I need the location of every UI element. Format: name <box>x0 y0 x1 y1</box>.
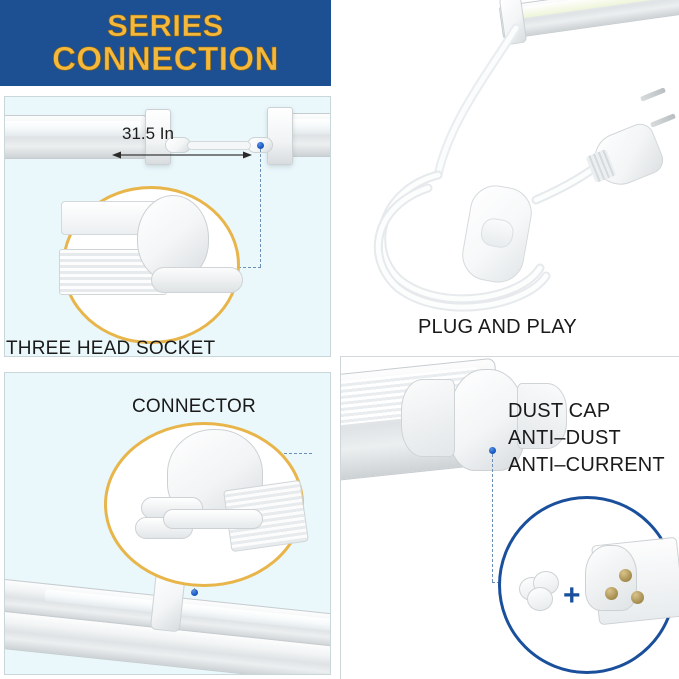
power-cord-path <box>373 23 607 312</box>
panel-plug-and-play <box>340 0 679 352</box>
brass-pin-1 <box>619 569 632 582</box>
series-connection-banner: SERIES CONNECTION <box>0 0 331 86</box>
dimension-arrow-icon <box>112 151 252 159</box>
tube-lens-right <box>287 119 330 134</box>
banner-title-line-2: CONNECTION <box>52 39 279 77</box>
banner-title-line-1: SERIES <box>107 8 224 44</box>
plus-symbol: + <box>563 579 581 612</box>
dimension-label: 31.5 In <box>122 124 174 143</box>
caption-dust-cap-line-3: ANTI–CURRENT <box>508 454 665 477</box>
zoom-pin-3 <box>163 509 263 529</box>
magnifier-dust-cap: + <box>498 496 679 674</box>
brass-pin-2 <box>605 587 618 600</box>
callout-marker-dot <box>257 142 264 149</box>
rubber-cap-pin-c <box>527 587 553 611</box>
brass-pin-3 <box>631 591 644 604</box>
caption-block-dust-cap: DUST CAP ANTI–DUST ANTI–CURRENT <box>508 398 665 480</box>
switch-rocker-button[interactable] <box>478 216 516 250</box>
leader-line-vertical <box>492 454 493 582</box>
dust-cap-wing-left <box>401 379 455 457</box>
dust-cap-wing-right <box>517 383 567 449</box>
zoom-cable-plug <box>151 267 243 293</box>
magnifier-connector <box>104 422 309 587</box>
caption-dust-cap-line-1: DUST CAP <box>508 400 611 422</box>
magnifier-three-head-socket <box>59 186 243 344</box>
leader-line-vertical <box>260 149 261 267</box>
panel-divider-horizontal <box>340 356 679 357</box>
caption-dust-cap-line-2: ANTI–DUST <box>508 427 621 450</box>
caption-plug-and-play: PLUG AND PLAY <box>418 316 577 338</box>
caption-three-head-socket: THREE HEAD SOCKET <box>6 338 216 359</box>
callout-marker-dot <box>191 589 198 596</box>
interconnect-cable <box>187 141 251 150</box>
zoom-socket-housing <box>137 195 209 281</box>
tube-lens-left <box>5 121 141 136</box>
caption-connector: CONNECTOR <box>132 396 256 417</box>
callout-marker-dot <box>489 447 496 454</box>
end-cap-right <box>267 107 293 165</box>
